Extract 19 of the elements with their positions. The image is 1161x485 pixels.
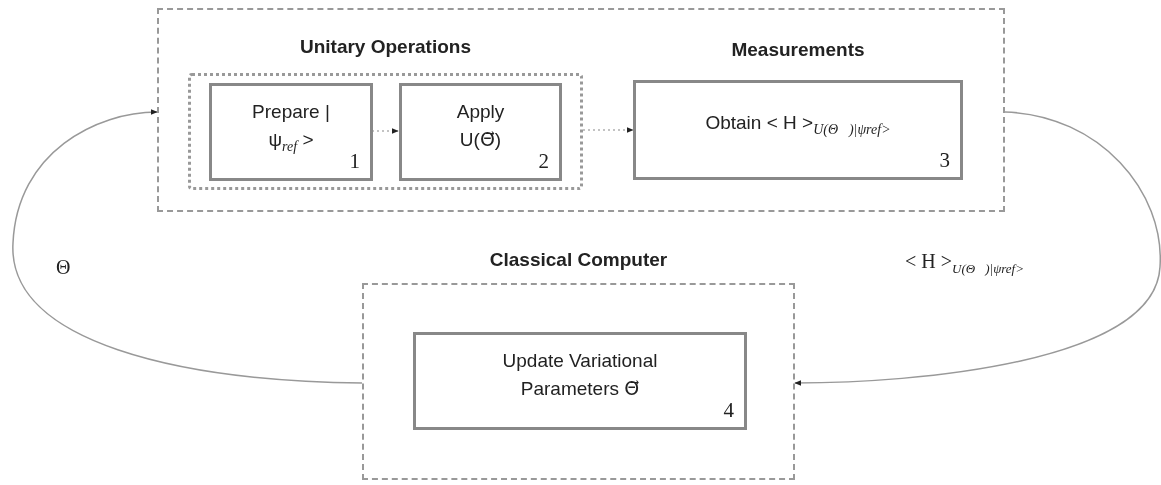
step-number: 2 [538,149,549,174]
arrow [371,128,399,134]
step-number: 3 [939,148,950,173]
step-label: Prepare |ψ$_{ref}$ > [251,100,331,156]
step-number: 1 [349,149,360,174]
arrow [12,109,363,384]
arrow [582,127,634,133]
process-box [399,83,562,181]
arrow [794,111,1161,386]
step-label: Apply U(Θ⃗) [455,100,506,152]
group-heading: Unitary Operations [299,36,471,58]
group-heading: Measurements [731,39,865,61]
step-label: Update Variational Parameters Θ⃗ [501,349,659,401]
step-number: 4 [723,398,734,423]
step-label: Obtain < H >$_{U(Θ⃗)|ψref>}$ [704,111,892,139]
process-box [209,83,373,181]
group-boundary [157,8,1005,212]
process-box [413,332,747,430]
group-heading: Classical Computer [489,249,668,271]
